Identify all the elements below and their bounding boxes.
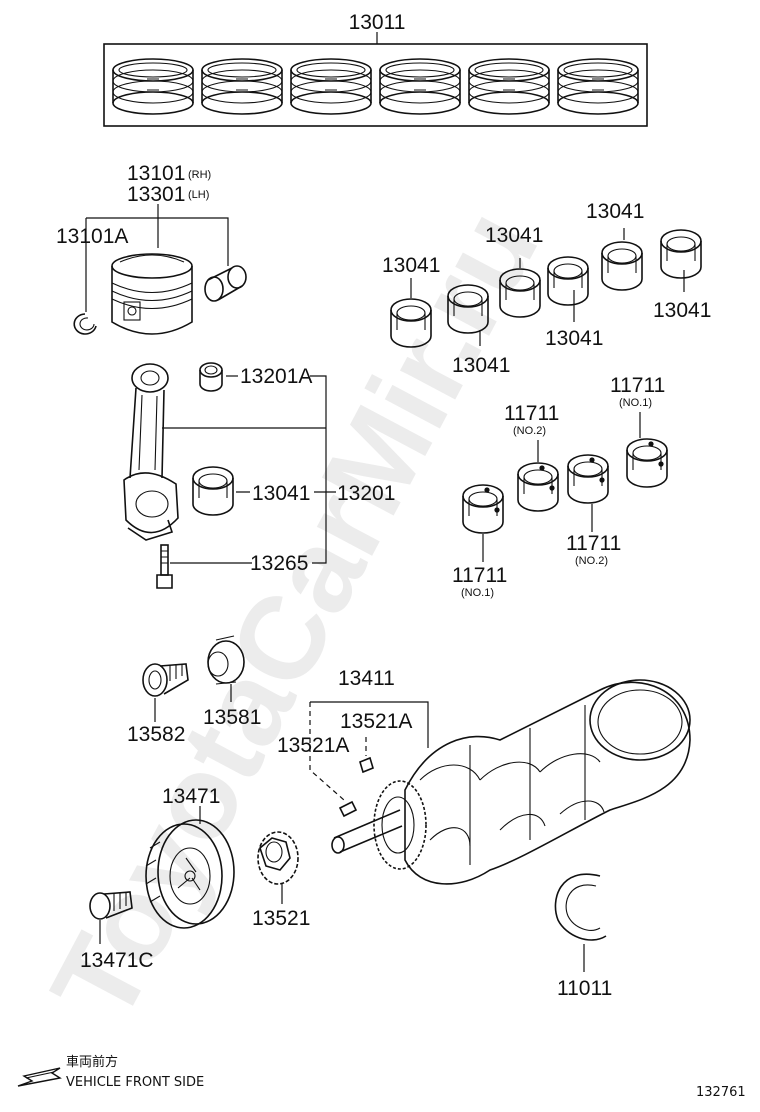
label-lh-suffix: (LH)	[188, 189, 209, 201]
crank-washer	[207, 635, 245, 685]
label-conrod-assy: 13201	[337, 482, 395, 505]
label-pulley-bolt: 13471C	[80, 949, 154, 972]
pulley-bolt	[89, 891, 133, 920]
label-crank-bearing-1: 13041	[382, 254, 440, 277]
piston-pin	[204, 265, 247, 302]
crankshaft-timing-sprocket	[373, 780, 427, 870]
connecting-rod	[123, 363, 179, 541]
piston	[111, 253, 193, 335]
conrod-bolt	[156, 544, 173, 589]
label-crank-bearing-2: 13041	[452, 354, 510, 377]
label-main-bearing-c: 11711	[566, 532, 621, 555]
label-crank-bearing-4: 13041	[545, 327, 603, 350]
crankshaft-key-b	[359, 756, 374, 774]
piston-pin-snap-ring	[73, 313, 97, 335]
main-bearing-set	[463, 412, 667, 562]
crank-pulley-set-bolt	[142, 663, 189, 697]
label-conrod-bearing: 13041	[252, 482, 310, 505]
crankshaft	[331, 679, 691, 885]
label-main-bearing-a-no: (NO.1)	[461, 587, 494, 599]
label-main-bearing-b: 11711	[504, 402, 559, 425]
conrod-bearing-shell	[192, 466, 234, 516]
direction-note-english: VEHICLE FRONT SIDE	[66, 1075, 204, 1090]
crankshaft-pulley	[145, 819, 235, 929]
label-pulley: 13471	[162, 785, 220, 808]
crankshaft-key-a	[338, 800, 358, 818]
label-main-bearing-d: 11711	[610, 374, 665, 397]
label-snap-ring: 13101A	[56, 225, 128, 248]
label-piston-ring-set: 13011	[349, 11, 406, 34]
piston-ring-set	[103, 32, 648, 127]
thrust-washer	[554, 873, 607, 941]
direction-note-japanese: 車両前方	[66, 1054, 118, 1070]
figure-id: 132761	[696, 1085, 746, 1100]
label-crank-bearing-5: 13041	[586, 200, 644, 223]
label-main-bearing-a: 11711	[452, 564, 507, 587]
crankshaft-timing-gear	[257, 831, 299, 885]
label-main-bearing-b-no: (NO.2)	[513, 425, 546, 437]
label-crank-bearing-6: 13041	[653, 299, 711, 322]
label-thrust-washer: 11011	[557, 977, 612, 1000]
label-main-bearing-d-no: (NO.1)	[619, 397, 652, 409]
conrod-bushing	[199, 362, 223, 392]
label-conrod-bolt: 13265	[250, 552, 308, 575]
label-washer: 13581	[203, 706, 261, 729]
label-key-a: 13521A	[340, 710, 412, 733]
label-crank-bolt: 13582	[127, 723, 185, 746]
crankshaft-bearing-set	[390, 228, 702, 348]
label-crank-bearing-3: 13041	[485, 224, 543, 247]
label-rh-suffix: (RH)	[188, 169, 211, 181]
label-piston-rh: 13101	[127, 162, 185, 185]
label-main-bearing-c-no: (NO.2)	[575, 555, 608, 567]
label-bushing: 13201A	[240, 365, 312, 388]
vehicle-front-arrow	[17, 1067, 62, 1087]
label-timing-gear: 13521	[252, 907, 310, 930]
label-key-b: 13521A	[277, 734, 349, 757]
label-piston-lh: 13301	[127, 183, 185, 206]
label-crankshaft: 13411	[338, 667, 395, 690]
